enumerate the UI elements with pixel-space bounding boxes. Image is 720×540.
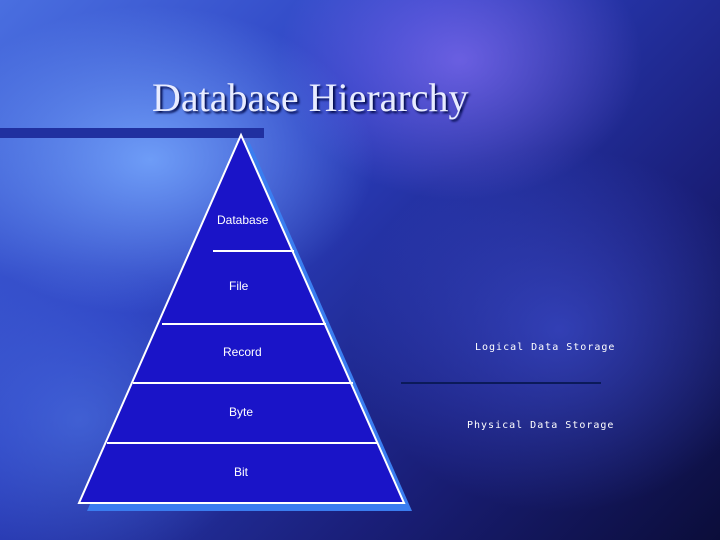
level-label-bit: Bit xyxy=(234,465,249,479)
logical-storage-label: Logical Data Storage xyxy=(475,342,616,353)
level-label-database: Database xyxy=(217,213,269,227)
level-label-record: Record xyxy=(223,345,262,359)
slide-title: Database Hierarchy xyxy=(152,75,469,120)
title-underline-bar xyxy=(0,128,264,138)
pyramid-body xyxy=(77,132,406,504)
level-label-file: File xyxy=(229,279,249,293)
level-label-byte: Byte xyxy=(229,405,254,419)
physical-storage-label: Physical Data Storage xyxy=(467,420,615,431)
storage-divider-line xyxy=(401,382,601,384)
